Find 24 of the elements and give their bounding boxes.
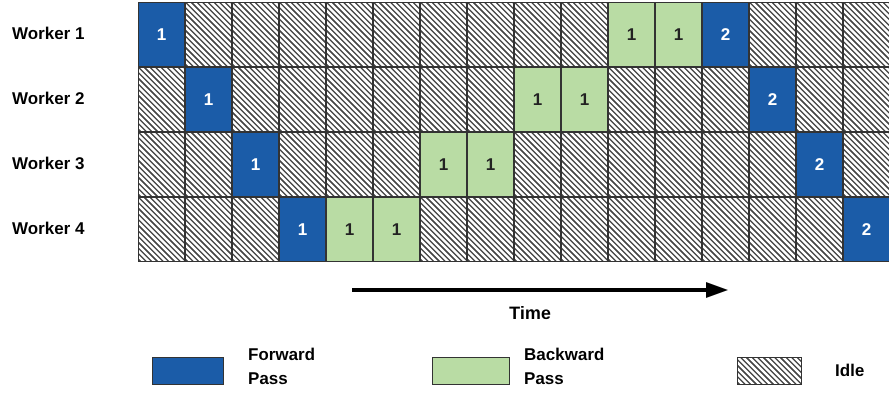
legend-label: Backward Pass xyxy=(524,344,606,390)
backward-pass-cell: 1 xyxy=(608,2,655,67)
backward-pass-cell: 1 xyxy=(420,132,467,197)
backward-pass-cell: 1 xyxy=(373,197,420,262)
backward-pass-cell: 1 xyxy=(326,197,373,262)
row-label: Worker 3 xyxy=(12,154,86,174)
backward-pass-cell: 1 xyxy=(561,67,608,132)
row-label: Worker 2 xyxy=(12,88,86,108)
legend-label: Forward Pass xyxy=(248,344,316,390)
backward-pass-cell: 1 xyxy=(514,67,561,132)
forward-pass-cell: 1 xyxy=(232,132,279,197)
forward-pass-cell: 2 xyxy=(702,2,749,67)
backward-pass-cell: 1 xyxy=(467,132,514,197)
axis-label: Time xyxy=(508,303,552,324)
forward-pass-cell: 2 xyxy=(796,132,843,197)
forward-pass-cell: 1 xyxy=(138,2,185,67)
forward-pass-cell: 1 xyxy=(185,67,232,132)
forward-pass-cell: 1 xyxy=(279,197,326,262)
row-label: Worker 4 xyxy=(12,218,86,238)
forward-pass-cell: 2 xyxy=(749,67,796,132)
row-label: Worker 1 xyxy=(12,24,86,44)
backward-pass-cell: 1 xyxy=(655,2,702,67)
legend-label: Idle xyxy=(835,360,866,382)
forward-pass-cell: 2 xyxy=(843,197,889,262)
